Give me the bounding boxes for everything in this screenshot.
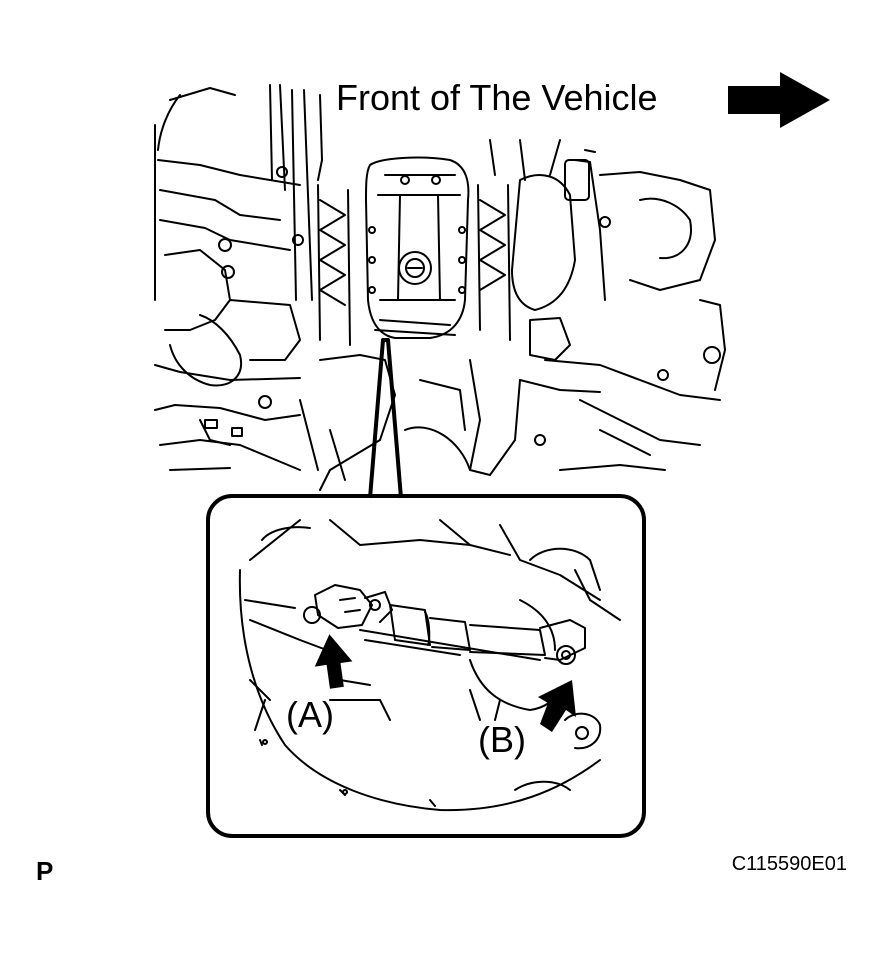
page-corner-mark: P	[36, 856, 54, 886]
steering-shaft-detail	[238, 519, 621, 812]
callout-label-a: (A)	[286, 694, 334, 735]
engine-overview	[154, 84, 726, 491]
pointer-arrow-a-icon	[314, 634, 353, 689]
direction-label: Front of The Vehicle	[332, 78, 662, 118]
callout-label-b: (B)	[478, 719, 526, 760]
figure-code: C115590E01	[731, 853, 847, 875]
detail-callout-box	[206, 494, 646, 838]
arrow-right-icon	[728, 72, 830, 128]
callout-connector	[368, 338, 403, 499]
pointer-arrow-b-icon	[538, 680, 576, 732]
